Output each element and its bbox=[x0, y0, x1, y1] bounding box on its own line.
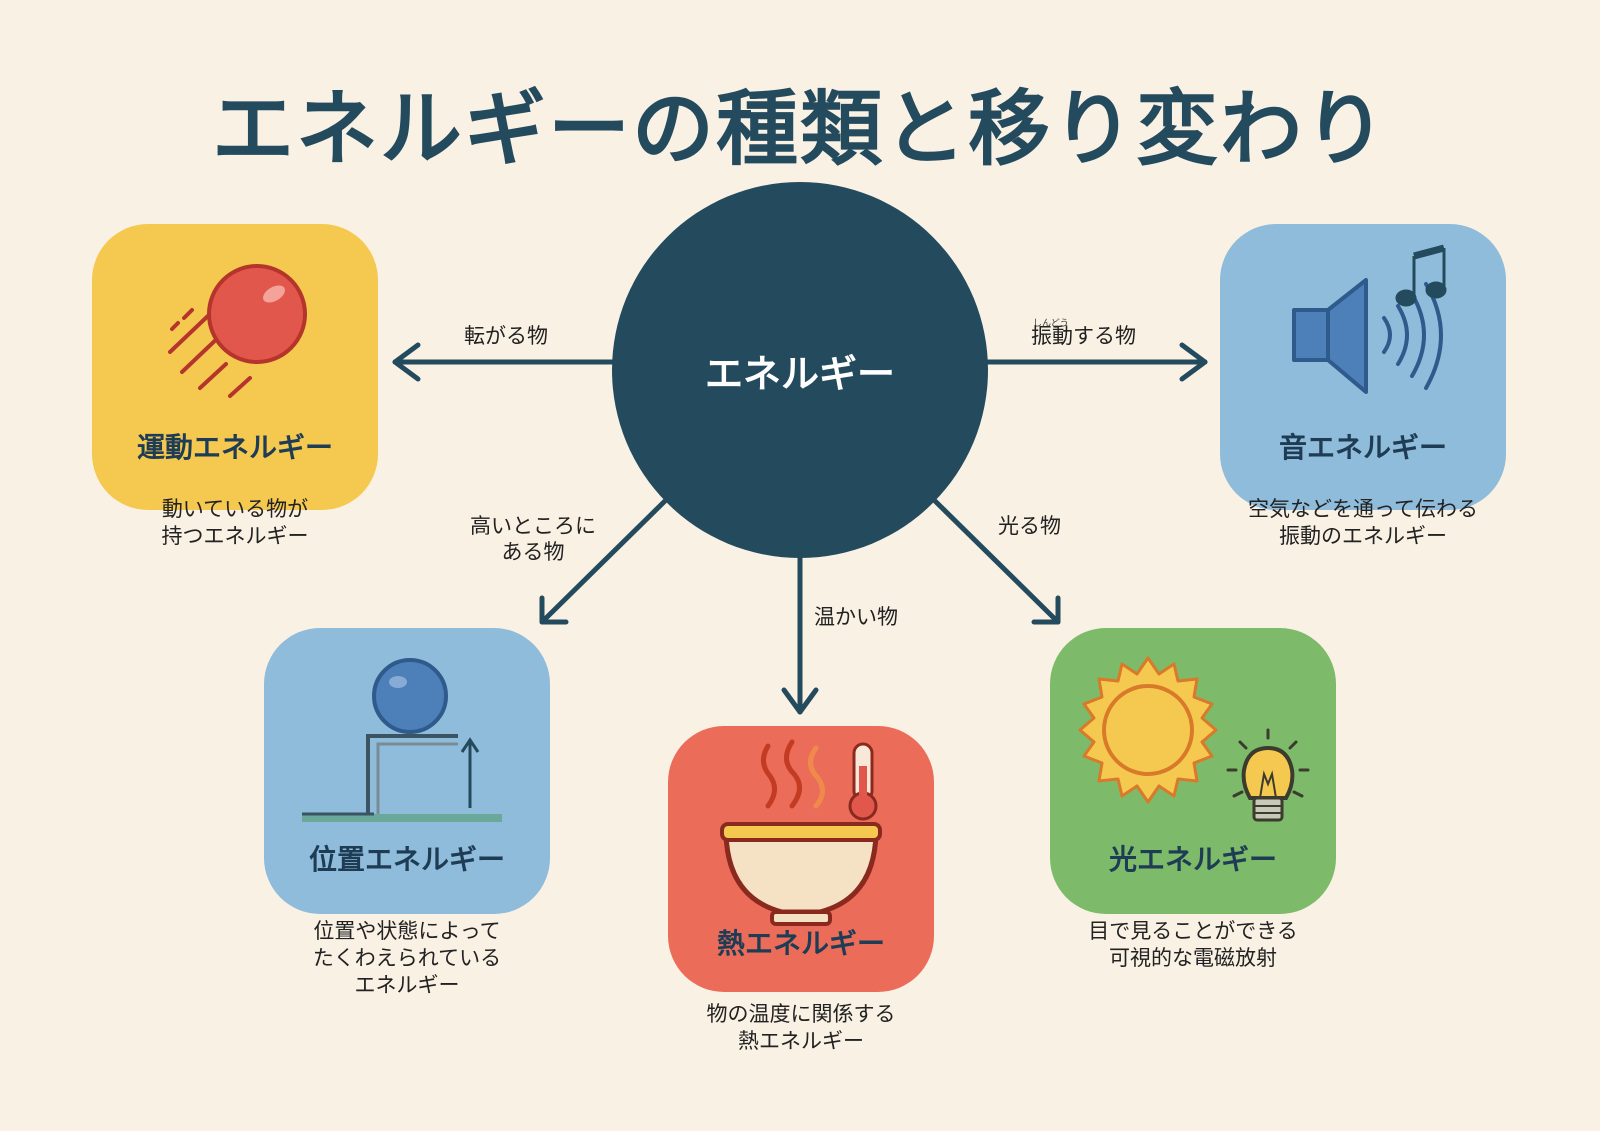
energy-hub: エネルギー bbox=[612, 182, 988, 558]
edge-label-light: 光る物 bbox=[998, 514, 1061, 538]
card-sound-name: 音エネルギー bbox=[1278, 431, 1447, 464]
card-light-name: 光エネルギー bbox=[1108, 843, 1277, 876]
card-sound-desc: 空気などを通って伝わる 振動のエネルギー bbox=[1248, 497, 1478, 548]
edge-label-heat: 温かい物 bbox=[814, 605, 898, 629]
card-potential-desc: 位置や状態によって たくわえられている エネルギー bbox=[312, 919, 502, 997]
arrow-to-potential bbox=[539, 495, 671, 625]
card-light: 光エネルギー bbox=[1050, 628, 1336, 914]
edge-label-kinetic: 転がる物 bbox=[464, 324, 548, 348]
arrow-to-kinetic bbox=[392, 342, 615, 382]
card-kinetic-name: 運動エネルギー bbox=[136, 431, 333, 464]
card-heat-name: 熱エネルギー bbox=[716, 927, 885, 960]
ball-on-ledge-icon bbox=[302, 658, 502, 822]
sun-lightbulb-icon bbox=[1078, 656, 1310, 822]
arrow-to-light bbox=[929, 495, 1061, 625]
card-potential: 位置エネルギー bbox=[264, 628, 550, 914]
edge-label-sound: 振動する物 bbox=[1031, 324, 1136, 348]
card-kinetic-desc: 動いている物が 持つエネルギー bbox=[161, 497, 309, 548]
hub-label: エネルギー bbox=[704, 351, 895, 396]
card-potential-name: 位置エネルギー bbox=[308, 843, 505, 876]
arrow-to-sound bbox=[985, 342, 1208, 382]
arrow-to-heat bbox=[781, 555, 819, 715]
edge-label-potential: 高いところに ある物 bbox=[470, 514, 596, 564]
page-title: エネルギーの種類と移り変わり bbox=[211, 82, 1388, 177]
card-heat: 熱エネルギー bbox=[668, 726, 934, 992]
card-heat-desc: 物の温度に関係する 熱エネルギー bbox=[706, 1002, 896, 1053]
speaker-music-icon bbox=[1292, 244, 1447, 394]
card-light-desc: 目で見ることができる 可視的な電磁放射 bbox=[1088, 919, 1298, 970]
card-kinetic: 運動エネルギー bbox=[92, 224, 378, 510]
rolling-ball-icon bbox=[168, 264, 307, 398]
edge-label-sound-ruby: しんどう bbox=[1033, 319, 1069, 329]
hot-bowl-thermometer-icon bbox=[720, 739, 882, 926]
card-sound: 音エネルギー bbox=[1220, 224, 1506, 510]
